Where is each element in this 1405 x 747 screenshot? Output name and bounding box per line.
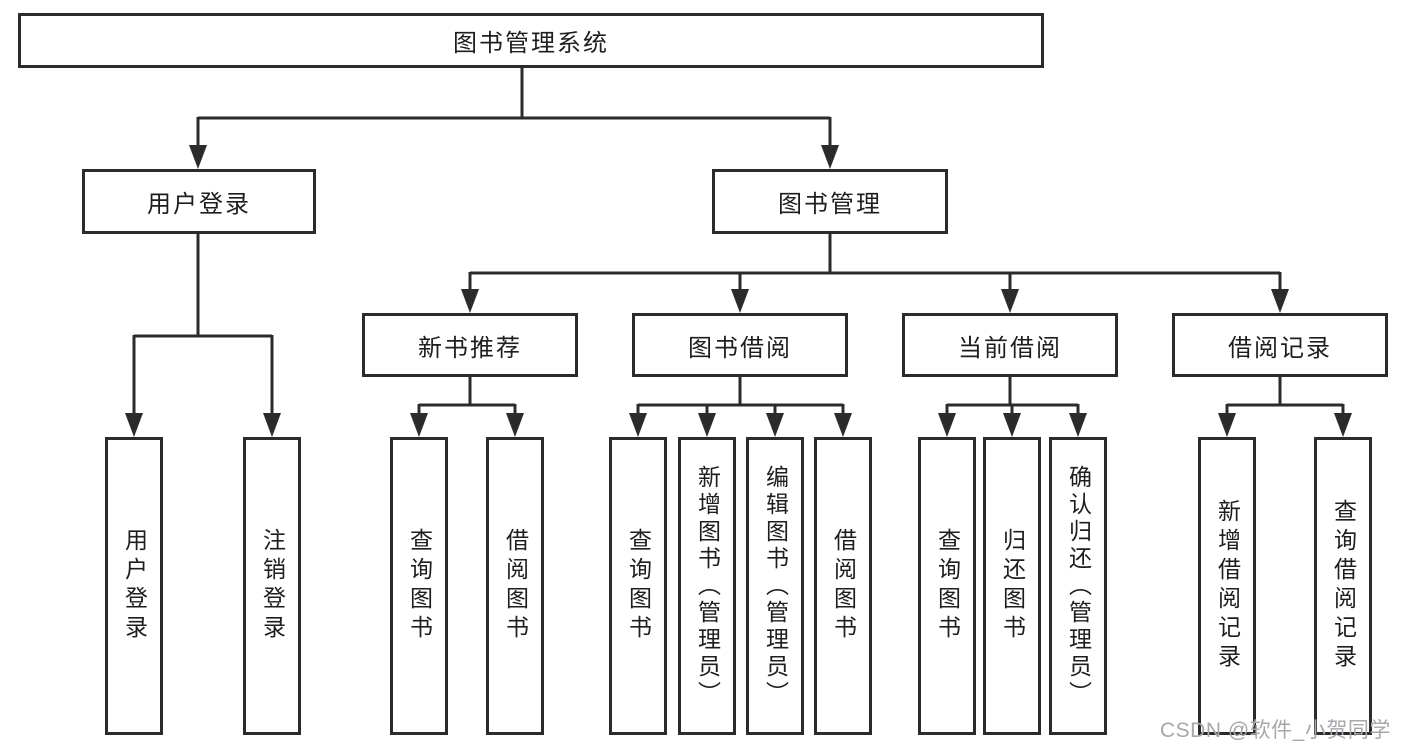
leaf-label: 用户登录 [121,528,148,644]
leaf-label: 新增图书（管理员） [694,464,721,708]
node-root: 图书管理系统 [18,13,1044,68]
node-leaf-nr-borrow-book: 借阅图书 [486,437,544,735]
node-leaf-logout: 注销登录 [243,437,301,735]
node-user-login: 用户登录 [82,169,316,234]
arrow-book-mgmt [821,145,839,169]
node-leaf-bb-query-book: 查询图书 [609,437,667,735]
connector-strokes [132,68,1345,416]
csdn-watermark: CSDN @软件_小贺同学 [1160,719,1391,742]
node-leaf-br-query-record: 查询借阅记录 [1314,437,1372,735]
node-leaf-bb-add-book: 新增图书（管理员） [678,437,736,735]
leaf-label: 借阅图书 [830,528,857,644]
node-leaf-nr-query-book: 查询图书 [390,437,448,735]
connector-book-mgmt [468,234,1282,292]
node-leaf-user-login: 用户登录 [105,437,163,735]
leaf-label: 借阅图书 [502,528,529,644]
arrow-borrow-record [1271,289,1289,313]
arrow-cb-return-book [1003,413,1021,437]
arrow-new-book-rec [461,289,479,313]
arrow-br-add-record [1218,413,1236,437]
connector-user-login [132,233,274,416]
leaf-label: 编辑图书（管理员） [762,464,789,708]
connector-current-borrow [945,377,1080,416]
leaf-label: 查询图书 [406,528,433,644]
node-new-book-rec: 新书推荐 [362,313,578,377]
arrow-cb-confirm-return [1069,413,1087,437]
node-leaf-cb-return-book: 归还图书 [983,437,1041,735]
arrow-br-query-record [1334,413,1352,437]
arrow-nr-query-book [410,413,428,437]
node-leaf-bb-edit-book: 编辑图书（管理员） [746,437,804,735]
node-leaf-br-add-record: 新增借阅记录 [1198,437,1256,735]
leaf-label: 查询图书 [934,528,961,644]
arrow-bb-edit-book [766,413,784,437]
node-leaf-cb-query-book: 查询图书 [918,437,976,735]
arrow-nr-borrow-book [506,413,524,437]
arrowheads [125,145,1352,437]
connector-new-book-rec [417,377,517,416]
connector-root [196,68,832,148]
leaf-label: 归还图书 [999,528,1026,644]
arrow-cb-query-book [938,413,956,437]
leaf-label: 确认归还（管理员） [1065,464,1092,708]
arrow-bb-query-book [629,413,647,437]
node-leaf-cb-confirm-return: 确认归还（管理员） [1049,437,1107,735]
node-current-borrow: 当前借阅 [902,313,1118,377]
leaf-label: 查询借阅记录 [1330,499,1357,673]
leaf-label: 查询图书 [625,528,652,644]
node-leaf-bb-borrow-book: 借阅图书 [814,437,872,735]
connector-book-borrow [636,377,845,416]
arrow-user-login [189,145,207,169]
arrow-bb-add-book [698,413,716,437]
arrow-ul-user-login [125,413,143,437]
arrow-book-borrow [731,289,749,313]
arrow-ul-logout [263,413,281,437]
node-borrow-record: 借阅记录 [1172,313,1388,377]
arrow-current-borrow [1001,289,1019,313]
leaf-label: 新增借阅记录 [1214,499,1241,673]
leaf-label: 注销登录 [259,528,286,644]
arrow-bb-borrow-book [834,413,852,437]
node-book-borrow: 图书借阅 [632,313,848,377]
node-book-mgmt: 图书管理 [712,169,948,234]
connector-borrow-record [1225,377,1345,416]
